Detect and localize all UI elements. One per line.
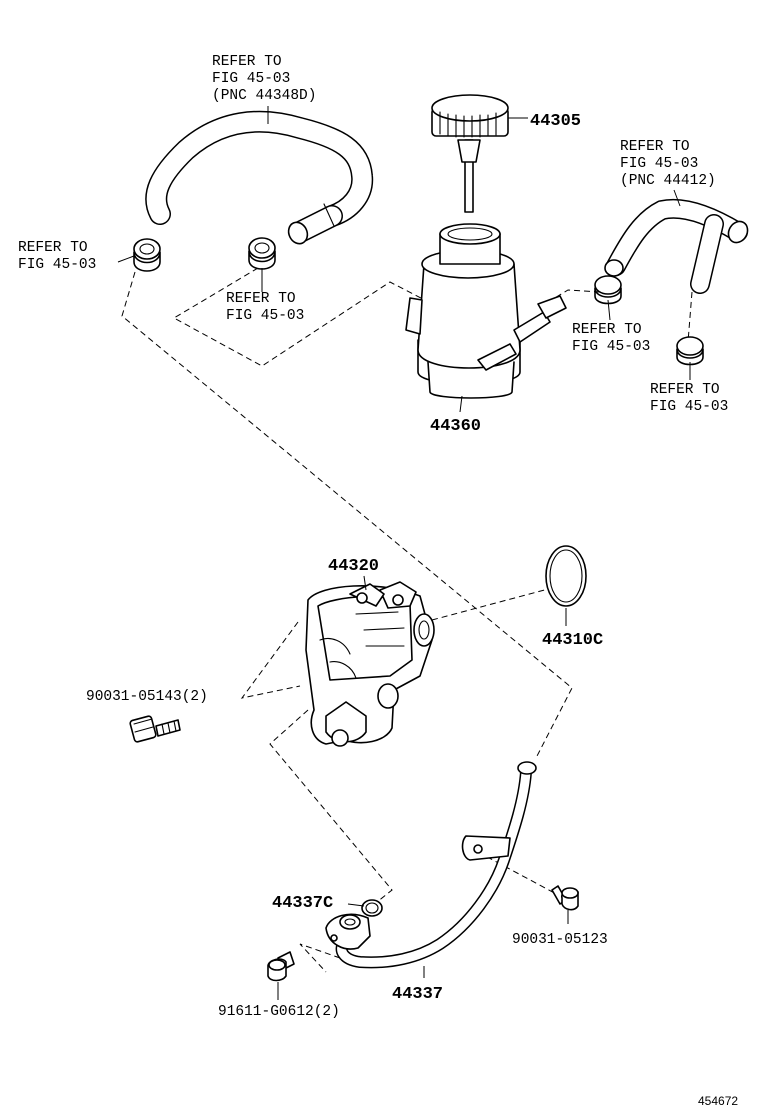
flange-bolt [267, 951, 295, 982]
part-number-pipe-bracket-bolt: 90031-05123 [512, 932, 608, 948]
ref-line: REFER TO [620, 139, 690, 155]
pump-bolt [129, 715, 181, 743]
ref-line: REFER TO [572, 322, 642, 338]
ref-label-clamp-right-a: REFER TO FIG 45-03 [572, 322, 650, 355]
ref-line: FIG 45-03 [226, 308, 304, 324]
part-number-o-ring-large: 44310C [542, 631, 603, 650]
ref-line: FIG 45-03 [212, 71, 290, 87]
ref-label-hose-upper-right: REFER TO FIG 45-03 (PNC 44412) [620, 139, 716, 189]
ref-label-clamp-mid: REFER TO FIG 45-03 [226, 291, 304, 324]
pipe-bracket-bolt [551, 885, 579, 911]
hose-clamp-mid [248, 237, 276, 270]
upper-left-hose [145, 110, 374, 245]
upper-right-hose [604, 198, 749, 294]
hose-clamp-right-a [594, 275, 622, 305]
ref-line: FIG 45-03 [572, 339, 650, 355]
ref-line: REFER TO [226, 291, 296, 307]
part-number-pump-bolt: 90031-05143(2) [86, 689, 208, 705]
leader-lines [117, 106, 691, 1000]
part-number-pipe: 44337 [392, 985, 443, 1004]
ref-line: FIG 45-03 [620, 156, 698, 172]
ref-line: REFER TO [18, 240, 88, 256]
part-number-o-ring-small: 44337C [272, 894, 333, 913]
ref-label-hose-upper-left: REFER TO FIG 45-03 (PNC 44348D) [212, 54, 316, 104]
ref-label-clamp-left: REFER TO FIG 45-03 [18, 240, 96, 273]
part-number-pump: 44320 [328, 557, 379, 576]
ref-line: REFER TO [212, 54, 282, 70]
power-steering-pump [305, 581, 435, 747]
part-number-flange-bolt: 91611-G0612(2) [218, 1004, 340, 1020]
hose-clamp-right-b [676, 336, 704, 366]
part-number-reservoir: 44360 [430, 417, 481, 436]
o-ring-large [545, 545, 587, 607]
reservoir-cap [431, 94, 509, 213]
hose-clamp-left [133, 238, 161, 272]
part-number-cap: 44305 [530, 112, 581, 131]
pressure-pipe [325, 761, 537, 969]
o-ring-small [361, 899, 383, 917]
ref-line: (PNC 44412) [620, 173, 716, 189]
illustration-id: 454672 [698, 1094, 738, 1108]
fluid-reservoir [405, 223, 567, 399]
ref-line: FIG 45-03 [18, 257, 96, 273]
ref-line: REFER TO [650, 382, 720, 398]
ref-line: (PNC 44348D) [212, 88, 316, 104]
ref-label-clamp-right-b: REFER TO FIG 45-03 [650, 382, 728, 415]
ref-line: FIG 45-03 [650, 399, 728, 415]
